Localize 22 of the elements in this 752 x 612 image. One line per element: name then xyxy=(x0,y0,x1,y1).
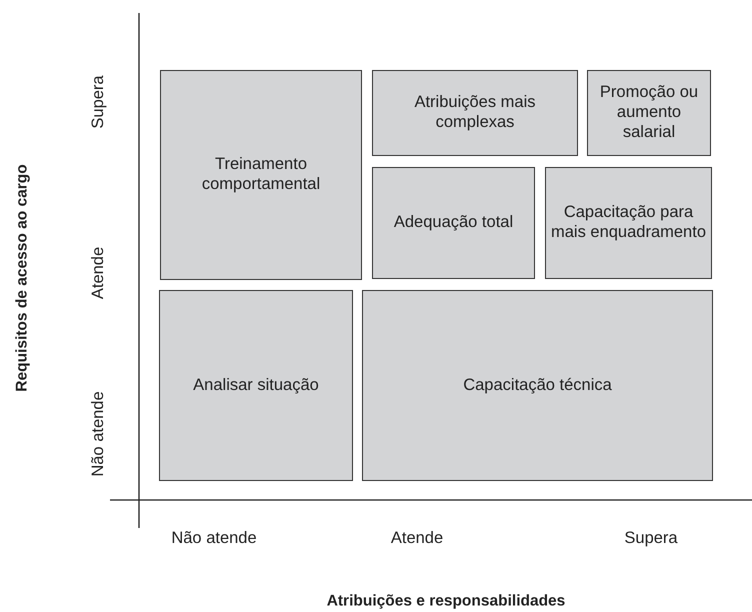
box-label: Treinamento comportamental xyxy=(200,155,322,195)
x-tick-label: Atende xyxy=(390,530,444,546)
x-tick-label: Não atende xyxy=(171,530,257,546)
quadrant-box xyxy=(545,167,712,279)
y-tick-label: Supera xyxy=(90,75,106,129)
quadrant-box xyxy=(372,70,578,156)
y-axis-title: Requisitos de acesso ao cargo xyxy=(14,164,30,392)
x-tick-label: Supera xyxy=(624,530,678,546)
box-label: Promoção ou aumento salarial xyxy=(598,83,700,143)
quadrant-box xyxy=(372,167,535,279)
quadrant-box xyxy=(362,290,713,481)
box-label: Atribuições mais complexas xyxy=(413,93,537,133)
quadrant-box xyxy=(159,290,353,481)
box-label: Capacitação para mais enquadramento xyxy=(550,203,707,243)
y-tick-label: Atende xyxy=(90,246,106,300)
box-label: Analisar situação xyxy=(192,376,320,396)
box-label: Capacitação técnica xyxy=(462,376,613,396)
quadrant-box xyxy=(587,70,711,156)
box-label: Adequação total xyxy=(392,213,514,233)
quadrant-box xyxy=(160,70,362,280)
y-tick-label: Não atende xyxy=(90,391,106,477)
x-axis-title: Atribuições e responsabilidades xyxy=(326,593,566,609)
